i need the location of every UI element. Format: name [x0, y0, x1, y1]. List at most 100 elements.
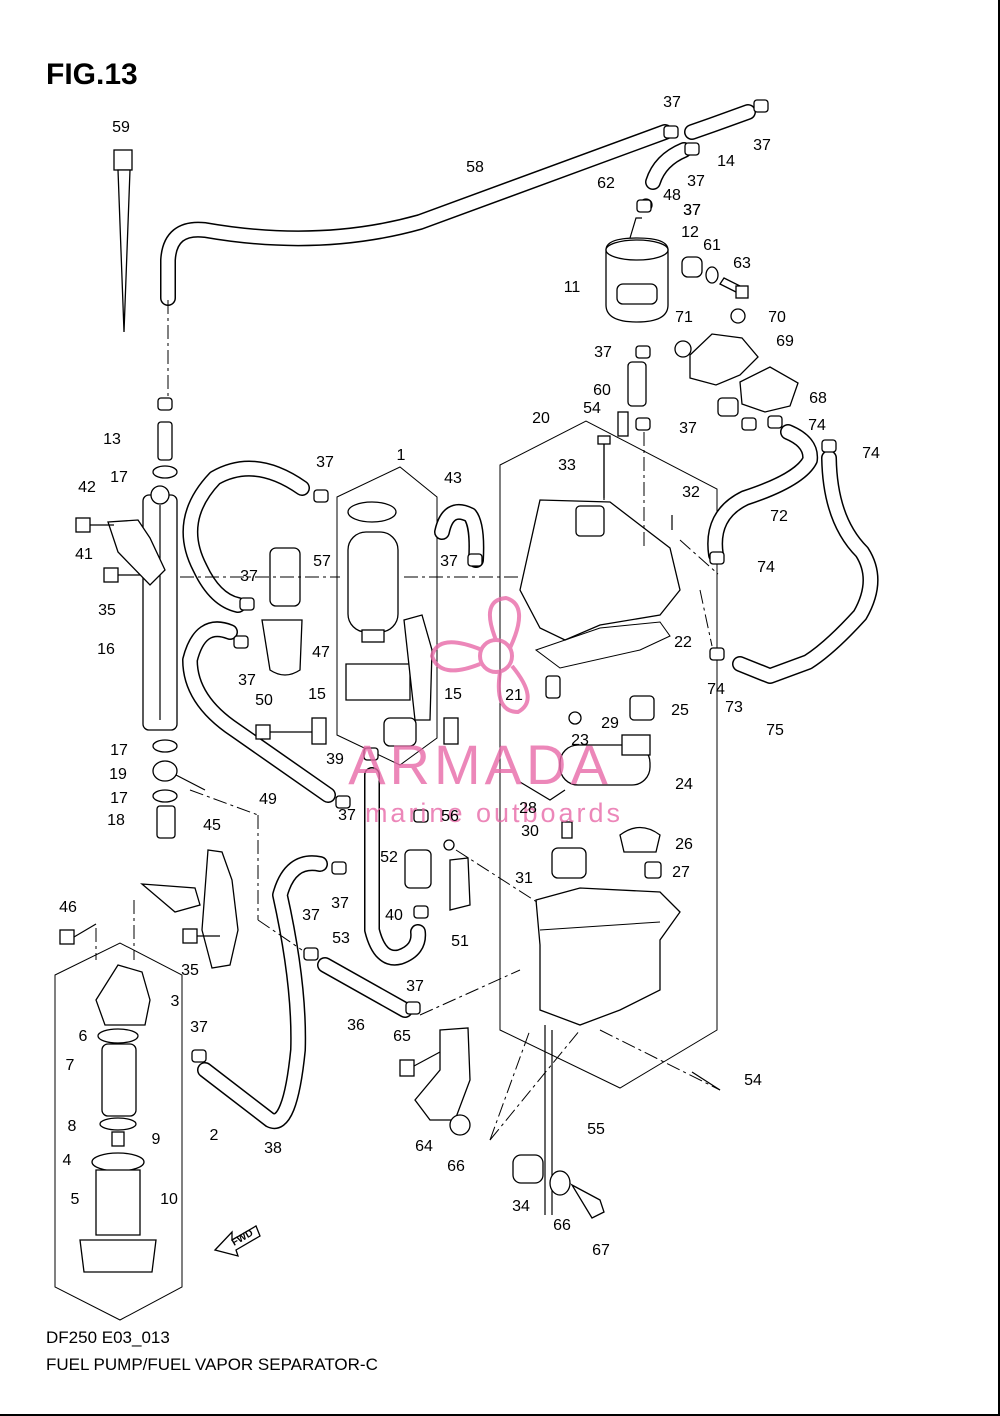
callout-74: 74 — [707, 681, 725, 698]
o-ring-4 — [91, 1152, 145, 1172]
bracket-bar — [140, 883, 201, 913]
callout-37: 37 — [190, 1019, 208, 1036]
callout-11: 11 — [564, 279, 581, 296]
drawing-code: DF250 E03_013 — [46, 1328, 170, 1347]
bracket-51 — [449, 857, 471, 911]
callout-59: 59 — [112, 119, 130, 136]
callout-4: 4 — [63, 1152, 72, 1169]
callout-9: 9 — [152, 1131, 161, 1148]
figure-caption: FUEL PUMP/FUEL VAPOR SEPARATOR-C — [46, 1355, 378, 1374]
callout-43: 43 — [444, 470, 462, 487]
callout-60: 60 — [593, 382, 611, 399]
hose-43 — [434, 503, 485, 568]
callout-33: 33 — [558, 457, 576, 474]
callout-66: 66 — [447, 1158, 465, 1175]
hose-53 — [364, 767, 427, 966]
callout-37: 37 — [331, 895, 349, 912]
callout-42: 42 — [78, 479, 96, 496]
hose-38 — [197, 855, 328, 1129]
o-ring-6 — [97, 1028, 139, 1044]
screw-30 — [561, 821, 573, 839]
callout-10: 10 — [160, 1191, 178, 1208]
bolt-65 — [399, 1051, 441, 1077]
callout-50: 50 — [255, 692, 273, 709]
ring-8 — [99, 1117, 137, 1131]
hose-14 — [684, 104, 756, 140]
callout-28: 28 — [519, 800, 537, 817]
callout-68: 68 — [809, 390, 827, 407]
hose-58 — [160, 124, 673, 306]
callout-5: 5 — [71, 1191, 80, 1208]
hose-clamps — [157, 99, 837, 1063]
callout-22: 22 — [674, 634, 692, 651]
callout-37: 37 — [753, 137, 771, 154]
bolt-18 — [156, 805, 176, 839]
grommet-12 — [681, 256, 703, 278]
callout-66: 66 — [553, 1217, 571, 1234]
callout-55: 55 — [587, 1121, 605, 1138]
callout-21: 21 — [505, 687, 523, 704]
callout-17: 17 — [110, 469, 128, 486]
callout-54: 54 — [744, 1072, 762, 1089]
callout-26: 26 — [675, 836, 693, 853]
callout-37: 37 — [240, 568, 258, 585]
washer-17b — [152, 739, 178, 753]
hose-44 — [182, 460, 310, 613]
callout-20: 20 — [532, 410, 550, 427]
collar-15a — [311, 717, 327, 745]
callout-52: 52 — [380, 849, 398, 866]
callout-56: 56 — [441, 808, 459, 825]
nut-27 — [644, 861, 662, 879]
callout-15: 15 — [308, 686, 326, 703]
callout-17: 17 — [110, 790, 128, 807]
callout-64: 64 — [415, 1138, 433, 1155]
callout-62: 62 — [597, 175, 615, 192]
callout-65: 65 — [393, 1028, 411, 1045]
hose-72 — [707, 424, 819, 563]
callout-45: 45 — [203, 817, 221, 834]
callout-63: 63 — [733, 255, 751, 272]
callout-69: 69 — [776, 333, 794, 350]
callout-37: 37 — [663, 94, 681, 111]
fuel-filter-11 — [605, 198, 669, 323]
collar-66b — [549, 1170, 571, 1196]
watermark-tagline: marine outboards — [365, 798, 623, 828]
callout-74: 74 — [757, 559, 775, 576]
callout-31: 31 — [515, 870, 533, 887]
bolt-46 — [59, 923, 97, 945]
watermark-logo-icon — [429, 595, 530, 715]
callout-35: 35 — [98, 602, 116, 619]
bolt-63 — [719, 277, 749, 299]
connection-lines — [95, 300, 721, 1141]
washer-17c — [152, 789, 178, 803]
callout-54: 54 — [583, 400, 601, 417]
callout-7: 7 — [66, 1057, 75, 1074]
callout-41: 41 — [75, 546, 93, 563]
collar-71 — [674, 340, 692, 358]
bracket-45 — [201, 849, 239, 969]
hose-36 — [317, 957, 413, 1018]
callout-53: 53 — [332, 930, 350, 947]
sensor-21 — [545, 675, 561, 699]
fwd-arrow: FWD — [213, 1225, 261, 1257]
callout-46: 46 — [59, 899, 77, 916]
hose-48 — [645, 142, 692, 190]
callout-19: 19 — [109, 766, 127, 783]
callout-39: 39 — [326, 751, 344, 768]
callout-6: 6 — [79, 1028, 88, 1045]
callout-58: 58 — [466, 159, 484, 176]
fuel-rail-16 — [142, 485, 178, 731]
callout-37: 37 — [687, 173, 705, 190]
vapor-separator-group-outline — [499, 420, 718, 1089]
collar-66a — [449, 1114, 471, 1136]
bolt-67 — [570, 1183, 605, 1219]
callout-37: 37 — [440, 553, 458, 570]
callout-27: 27 — [672, 864, 690, 881]
screw-54a — [617, 411, 629, 437]
watermark-brand: ARMADA — [348, 733, 612, 796]
watermark: ARMADA marine outboards — [348, 595, 623, 828]
joint-52 — [404, 849, 432, 889]
bracket-64 — [414, 1027, 471, 1121]
callout-14: 14 — [717, 153, 735, 170]
